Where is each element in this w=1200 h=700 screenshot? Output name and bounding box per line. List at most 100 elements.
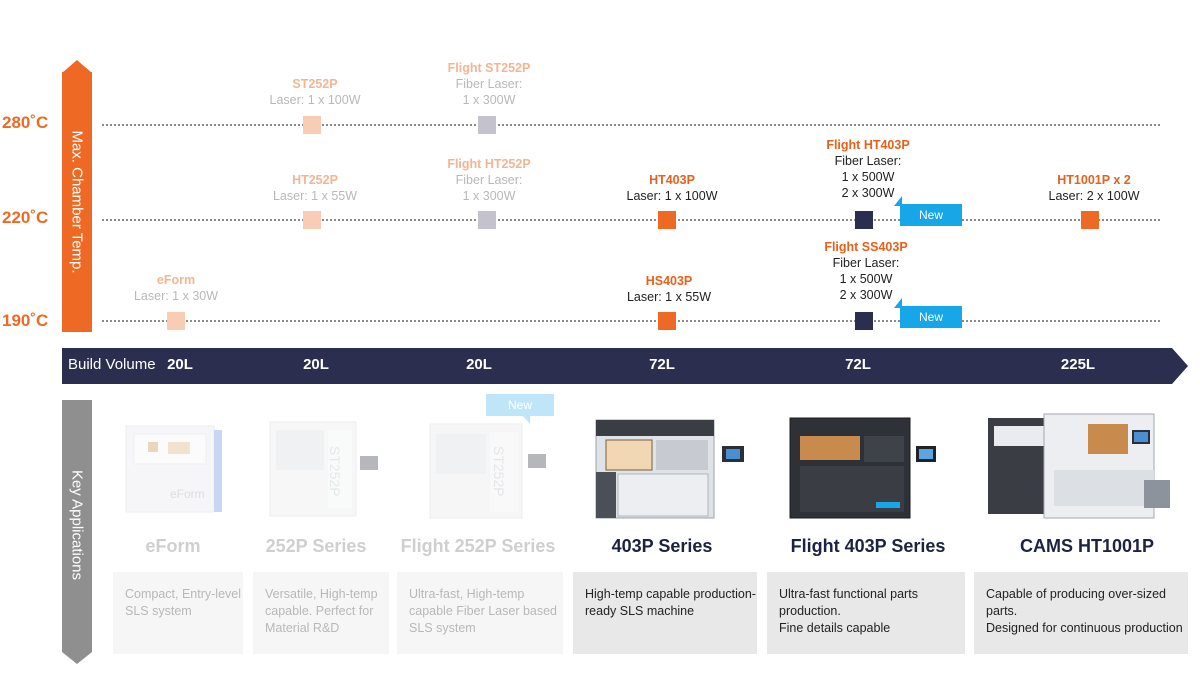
model-spec: Fiber Laser: (832, 256, 900, 270)
marker-ht403p (658, 211, 676, 229)
marker-flight-ht403p (855, 211, 873, 229)
model-name: Flight SS403P (824, 240, 908, 254)
model-spec: 1 x 500W (841, 170, 895, 184)
model-eform: eForm Laser: 1 x 30W (134, 272, 218, 304)
build-volume-bar (62, 348, 1172, 384)
desc-line: SLS system (125, 604, 192, 618)
model-spec: Laser: 1 x 30W (133, 289, 219, 303)
ht403p-machine-image (595, 419, 744, 519)
new-badge: New (894, 196, 962, 226)
desc-box-flight-252p: Ultra-fast, High-temp capable Fiber Lase… (397, 572, 563, 654)
model-ht252p: HT252P Laser: 1 x 55W (273, 172, 357, 204)
desc-line: production. (779, 604, 841, 618)
marker-flight-st252p (478, 116, 496, 134)
desc-line: Capable of producing over-sized (986, 587, 1166, 601)
temp-axis-bar (62, 72, 92, 332)
desc-line: SLS system (409, 621, 476, 635)
marker-ht252p (303, 211, 321, 229)
temp-line-280 (102, 124, 1160, 126)
model-spec: Laser: 1 x 55W (272, 189, 358, 203)
volume-eform: 20L (167, 356, 193, 373)
model-hs403p: HS403P Laser: 1 x 55W (627, 273, 711, 305)
model-spec: Laser: 1 x 100W (626, 189, 718, 203)
marker-flight-ss403p (855, 312, 873, 330)
series-title-252p: 252P Series (265, 536, 367, 556)
desc-line: capable. Perfect for (265, 604, 374, 618)
desc-box-flight-403p: Ultra-fast functional parts production. … (767, 572, 965, 654)
desc-box-252p: Versatile, High-temp capable. Perfect fo… (253, 572, 389, 654)
model-spec: Fiber Laser: (455, 173, 523, 187)
new-badge: New (486, 394, 554, 424)
temp-axis-arrowhead (62, 60, 92, 73)
model-spec: Fiber Laser: (455, 77, 523, 91)
temp-label-220: 220˚C (2, 208, 49, 227)
series-title-eform: eForm (145, 536, 201, 556)
model-name: Flight HT252P (447, 157, 531, 171)
model-spec: Fiber Laser: (834, 154, 902, 168)
model-spec: Laser: 1 x 55W (626, 290, 712, 304)
volume-flight-403p: 72L (845, 356, 871, 373)
model-name: eForm (156, 273, 196, 287)
build-volume-arrowhead (1172, 348, 1188, 384)
model-spec: 2 x 300W (839, 288, 893, 302)
desc-box-403p: High-temp capable production- ready SLS … (573, 572, 757, 654)
model-spec: 1 x 500W (839, 272, 893, 286)
marker-ht1001p (1081, 211, 1099, 229)
model-spec: 1 x 300W (462, 189, 516, 203)
desc-line: Ultra-fast functional parts (779, 587, 918, 601)
model-name: ST252P (292, 77, 338, 91)
model-name: HT1001P x 2 (1057, 173, 1131, 187)
volume-flight-252p: 20L (466, 356, 492, 373)
series-title-flight-403p: Flight 403P Series (790, 536, 946, 556)
series-title-ht1001p: CAMS HT1001P (1019, 536, 1155, 556)
model-spec: Laser: 2 x 100W (1048, 189, 1140, 203)
apps-axis-arrowhead (62, 652, 92, 664)
desc-line: parts. (986, 604, 1018, 618)
model-spec: 1 x 300W (462, 93, 516, 107)
marker-eform (167, 312, 185, 330)
series-title-403p: 403P Series (611, 536, 713, 556)
model-flight-ht252p: Flight HT252P Fiber Laser: 1 x 300W (447, 156, 530, 204)
st252p-machine-label: ST252P (327, 446, 343, 497)
model-name: Flight ST252P (447, 61, 531, 75)
model-spec: 2 x 300W (841, 186, 895, 200)
temp-label-280: 280˚C (2, 113, 49, 132)
ht1001p-machine-image (988, 413, 1170, 519)
apps-axis-bar (62, 400, 92, 652)
model-name: HS403P (645, 274, 693, 288)
desc-line: Versatile, High-temp (265, 587, 378, 601)
model-flight-ht403p: Flight HT403P Fiber Laser: 1 x 500W 2 x … (826, 137, 909, 201)
desc-line: Designed for continuous production (986, 621, 1183, 635)
flight-st252p-machine-image: ST252P (429, 423, 546, 519)
marker-hs403p (658, 312, 676, 330)
new-badge: New (894, 298, 962, 328)
flight-ht403p-machine-image (789, 417, 936, 519)
temp-axis-title: Max. Chamber Temp. (68, 130, 86, 274)
desc-line: ready SLS machine (585, 604, 695, 618)
model-name: HT403P (649, 173, 695, 187)
volume-252p: 20L (303, 356, 329, 373)
model-flight-st252p: Flight ST252P Fiber Laser: 1 x 300W (448, 60, 531, 108)
model-spec: Laser: 1 x 100W (269, 93, 361, 107)
model-flight-ss403p: Flight SS403P Fiber Laser: 1 x 500W 2 x … (824, 239, 907, 303)
desc-line: Ultra-fast, High-temp (409, 587, 525, 601)
marker-flight-ht252p (478, 211, 496, 229)
flight252p-machine-label: ST252P (491, 446, 507, 497)
desc-line: High-temp capable production- (585, 587, 756, 601)
desc-box-eform: Compact, Entry-level SLS system (113, 572, 243, 654)
eform-machine-image: eForm (125, 425, 222, 513)
desc-box-ht1001p: Capable of producing over-sized parts. D… (974, 572, 1188, 654)
model-st252p: ST252P Laser: 1 x 100W (269, 76, 360, 108)
series-title-flight-252p: Flight 252P Series (400, 536, 556, 556)
model-ht1001p: HT1001P x 2 Laser: 2 x 100W (1048, 172, 1139, 204)
apps-axis-title: Key Applications (68, 469, 86, 581)
desc-line: Compact, Entry-level (125, 587, 242, 601)
temp-line-220 (102, 219, 1160, 221)
build-volume-title: Build Volume (68, 356, 156, 373)
volume-ht1001p: 225L (1060, 356, 1096, 373)
model-name: HT252P (292, 173, 338, 187)
temp-label-190: 190˚C (2, 311, 49, 330)
eform-machine-label: eForm (170, 487, 205, 501)
desc-line: capable Fiber Laser based (409, 604, 558, 618)
volume-403p: 72L (649, 356, 675, 373)
